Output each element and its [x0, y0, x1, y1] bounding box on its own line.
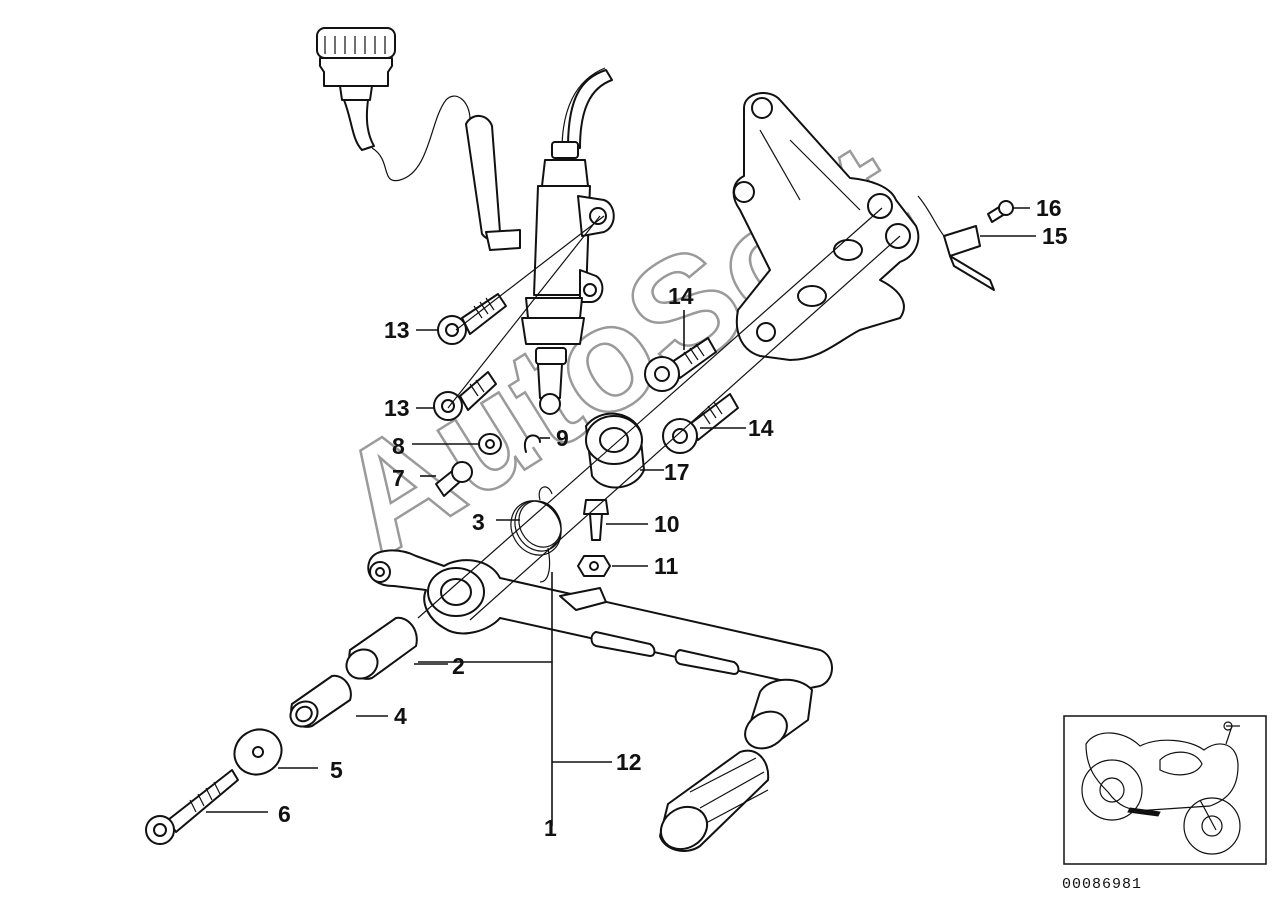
leader-lines [206, 207, 1036, 826]
callout-14-lower: 14 [748, 415, 774, 441]
diagram-reference-number: 00086981 [1062, 876, 1142, 893]
brake-fluid-reservoir [316, 27, 521, 251]
washer-5 [233, 728, 283, 776]
bushing-2 [345, 616, 418, 680]
callout-15: 15 [1042, 223, 1068, 249]
callout-4: 4 [394, 703, 407, 729]
callout-7: 7 [392, 465, 405, 491]
callout-12: 12 [616, 749, 642, 775]
screw-16 [987, 200, 1014, 223]
callout-10: 10 [654, 511, 680, 537]
clip-9 [523, 434, 541, 453]
screw-14-lower [662, 393, 739, 454]
callout-5: 5 [330, 757, 343, 783]
bolt-6 [145, 769, 239, 845]
callout-labels: 1 2 3 4 5 6 7 8 9 10 11 12 13 13 14 14 1… [278, 195, 1068, 841]
callout-3: 3 [472, 509, 485, 535]
switch-15 [917, 195, 995, 291]
return-spring-3 [510, 486, 562, 583]
nut-11 [577, 555, 611, 577]
footrest-bracket [732, 92, 920, 361]
motorcycle-thumbnail [1063, 715, 1267, 865]
callout-1: 1 [544, 815, 557, 841]
callout-9: 9 [556, 425, 569, 451]
screw-14-upper [644, 337, 717, 392]
callout-13-lower: 13 [384, 395, 410, 421]
callout-13-upper: 13 [384, 317, 410, 343]
motorcycle-icon [1081, 721, 1241, 855]
brake-lever-1 [367, 549, 833, 696]
peg-12 [744, 678, 813, 750]
bushing-17 [585, 412, 645, 489]
callout-14-upper: 14 [668, 283, 694, 309]
pin-7 [435, 461, 473, 497]
callout-6: 6 [278, 801, 291, 827]
master-cylinder [521, 67, 615, 415]
rubber-12 [659, 749, 770, 852]
bushing-4 [289, 674, 352, 728]
washer-8 [478, 433, 502, 455]
bolt-10 [583, 499, 609, 541]
callout-2: 2 [452, 653, 465, 679]
callout-8: 8 [392, 433, 405, 459]
screw-13-upper [437, 293, 507, 345]
callout-17: 17 [664, 459, 690, 485]
callout-11: 11 [654, 553, 679, 579]
callout-16: 16 [1036, 195, 1062, 221]
